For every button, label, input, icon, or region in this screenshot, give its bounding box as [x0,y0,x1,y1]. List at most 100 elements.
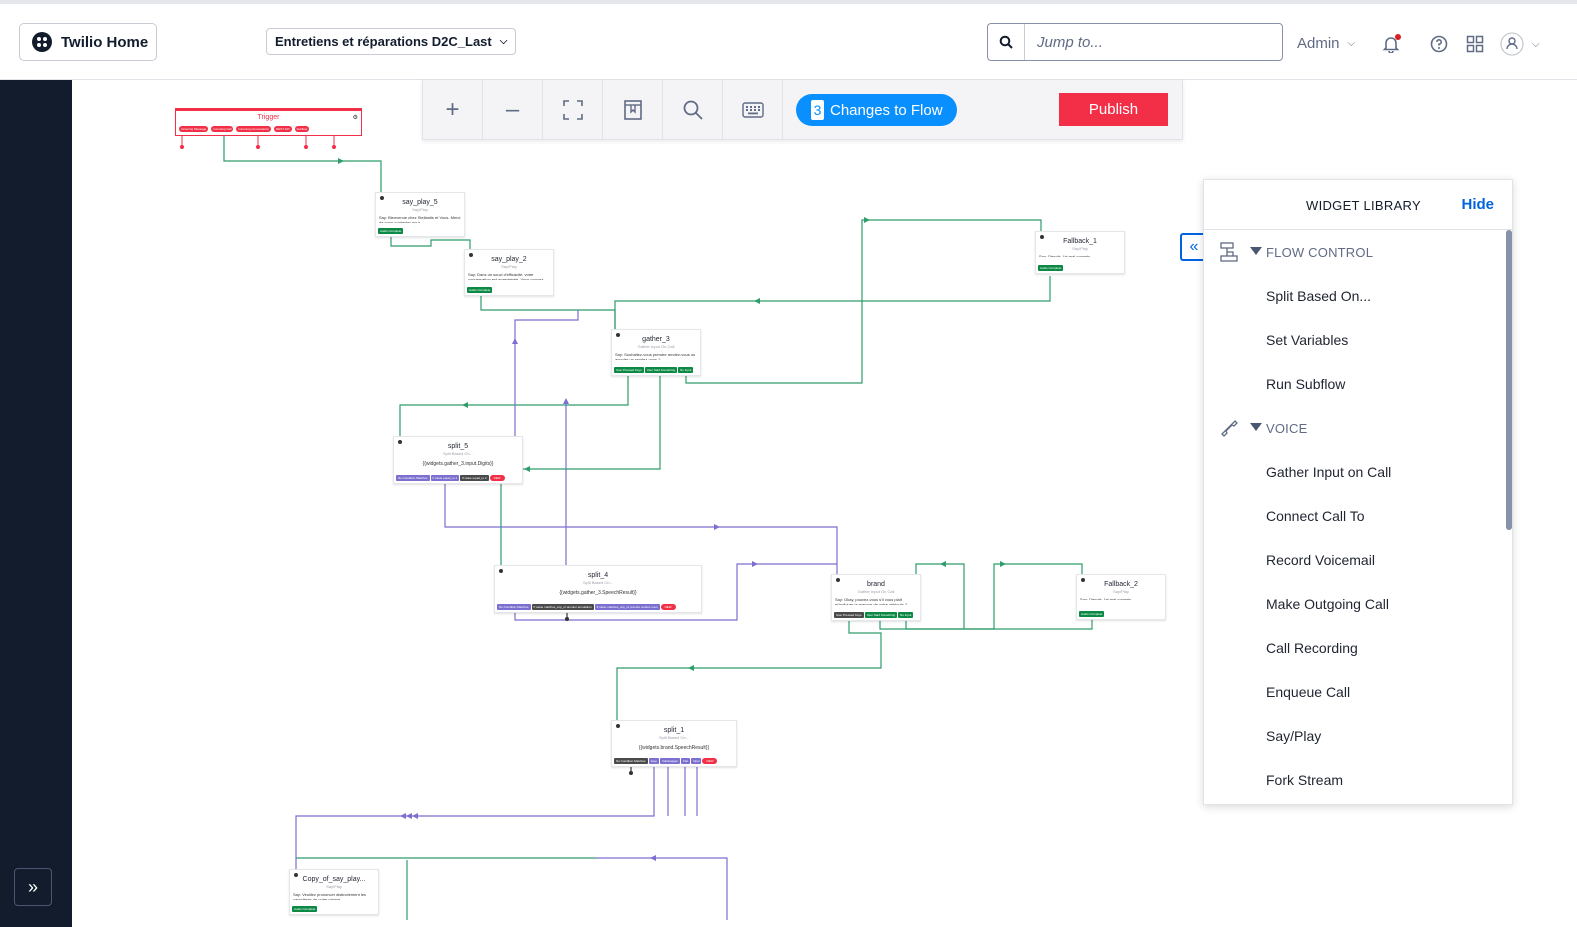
transition-chip[interactable]: No Condition Matches [396,475,430,481]
twilio-home-button[interactable]: Twilio Home [19,23,157,61]
library-item-record-voicemail[interactable]: Record Voicemail [1266,552,1375,568]
widget-split-5[interactable]: split_5 Split Based On... {{widgets.gath… [393,436,523,484]
hide-library-button[interactable]: Hide [1461,196,1494,213]
library-item-fork-stream[interactable]: Fork Stream [1266,772,1344,788]
new-transition-chip[interactable]: NEW [660,604,676,610]
library-item-connect-call[interactable]: Connect Call To [1266,508,1365,524]
trigger-ports [180,136,336,149]
widget-gather-3[interactable]: gather_3 Gather Input On Call Say: Souha… [611,329,701,376]
transition-chip[interactable]: User Said Something [644,367,678,373]
widget-title: say_play_5 [402,199,438,206]
library-item-split-based-on[interactable]: Split Based On... [1266,288,1372,304]
library-item-make-outgoing-call[interactable]: Make Outgoing Call [1266,596,1389,612]
twilio-logo-icon [32,32,52,52]
widget-brand[interactable]: brand Gather Input On Call Say: Okay, po… [831,574,921,621]
widget-copy-of-say-play[interactable]: Copy_of_say_play... Say/Play Say: Veuill… [289,869,379,915]
widget-fallback-1[interactable]: Fallback_1 Say/Play Say: Désolé, j'ai ma… [1035,231,1125,274]
transition-chip[interactable]: Audio Complete [1038,265,1064,271]
zoom-in-button[interactable]: + [423,80,483,140]
library-item-call-recording[interactable]: Call Recording [1266,640,1358,656]
transition-chip[interactable]: No Condition Matches [497,604,531,610]
fit-to-screen-button[interactable] [543,80,603,140]
transition-chip[interactable]: No Input [898,612,914,618]
caret-down-icon [1250,247,1262,255]
notification-dot [1395,34,1401,40]
admin-menu[interactable]: Admin ⌵ [1297,35,1355,52]
widget-title: brand [867,581,885,588]
transition-chip[interactable]: User Pressed Keys [834,612,864,618]
trigger-chip[interactable]: Incoming Call [211,126,234,132]
gear-icon[interactable]: ⚙ [352,115,358,121]
widget-library-title: WIDGET LIBRARY [1306,198,1421,213]
search-input[interactable] [1025,24,1282,60]
transition-chip[interactable]: Volkswagen [660,758,681,764]
library-item-gather-input[interactable]: Gather Input on Call [1266,464,1392,480]
transition-chip[interactable]: Opel [691,758,702,764]
output-ports [565,617,633,775]
widget-body: Say: Dans un souci d'efficacité, votre c… [468,272,544,280]
widget-split-4[interactable]: split_4 Split Based On... {{widgets.gath… [494,565,702,613]
transition-chip[interactable]: Fiat [681,758,691,764]
category-flow-control[interactable]: FLOW CONTROL [1204,230,1504,274]
search-icon [988,24,1025,60]
library-item-set-variables[interactable]: Set Variables [1266,332,1349,348]
expand-sidebar-button[interactable]: » [14,868,52,906]
zoom-out-button[interactable]: – [483,80,543,140]
transition-chip[interactable]: If value equal_to 1 [430,475,460,481]
widget-say-play-2[interactable]: say_play_2 Say/Play Say: Dans un souci d… [464,249,554,296]
changes-to-flow-button[interactable]: 3 Changes to Flow [796,94,957,126]
keyboard-icon [741,102,764,118]
help-icon[interactable] [1428,33,1450,55]
transition-chip[interactable]: If value equal_to 2 [460,475,489,481]
widget-type: Split Based On... [658,735,689,740]
trigger-widget[interactable]: Trigger ⚙ Incoming Message Incoming Call… [175,108,362,136]
user-menu[interactable]: ⌵ [1500,32,1546,56]
category-label: FLOW CONTROL [1266,245,1374,260]
app-grid-icon[interactable] [1464,33,1486,55]
transition-chip[interactable]: User Said Something [864,612,898,618]
library-scrollbar-thumb[interactable] [1506,230,1512,530]
transition-chip[interactable]: Audio Complete [1079,611,1105,617]
trigger-chip[interactable]: Incoming Conversation [236,126,272,132]
widget-title: split_5 [447,443,469,450]
flow-name: Entretiens et réparations D2C_Last [275,34,492,49]
transition-chip[interactable]: Audio Complete [292,906,318,912]
trigger-chip[interactable]: Subflow [294,126,310,132]
widget-split-1[interactable]: split_1 Split Based On... {{widgets.bran… [611,720,737,767]
library-item-say-play[interactable]: Say/Play [1266,728,1322,744]
category-voice[interactable]: VOICE [1204,406,1504,450]
widget-type: Say/Play [1072,246,1088,251]
trigger-chip[interactable]: Incoming Message [179,126,209,132]
publish-button[interactable]: Publish [1059,93,1168,126]
library-scrollbar[interactable] [1506,230,1512,530]
notification-bell-icon[interactable] [1380,33,1402,55]
transition-chip[interactable]: Jeep [648,758,660,764]
top-header: Twilio Home Entretiens et réparations D2… [0,0,1577,80]
widget-body: Say: Souhaitez-vous prendre rendez-vous … [615,352,696,360]
library-item-run-subflow[interactable]: Run Subflow [1266,376,1346,392]
collapse-library-button[interactable]: « [1180,233,1206,261]
keyboard-shortcuts-button[interactable] [723,80,783,140]
widget-library-list: FLOW CONTROL Split Based On... Set Varia… [1204,230,1504,806]
bookmark-button[interactable] [603,80,663,140]
transition-chip[interactable]: Audio Complete [467,287,493,293]
widget-fallback-2[interactable]: Fallback_2 Say/Play Say: Désolé, j'ai ma… [1076,574,1166,620]
transition-chip[interactable]: Audio Complete [378,228,404,234]
library-item-enqueue-call[interactable]: Enqueue Call [1266,684,1351,700]
transition-chip[interactable]: If value matches_any_of annuler annulati… [531,604,594,610]
changes-label: Changes to Flow [830,101,943,119]
trigger-chip[interactable]: REST API [274,126,292,132]
widget-title: Fallback_2 [1104,581,1138,588]
transition-chip[interactable]: No Condition Matches [614,758,648,764]
new-transition-chip[interactable]: NEW [702,758,718,764]
transition-chip[interactable]: No Input [678,367,694,373]
transition-chip[interactable]: User Pressed Keys [614,367,644,373]
search-canvas-button[interactable] [663,80,723,140]
transition-chip[interactable]: If value matches_any_of prendre rendez-v… [594,604,660,610]
widget-title: Fallback_1 [1063,238,1097,245]
widget-title: split_1 [663,727,685,734]
new-transition-chip[interactable]: NEW [489,475,505,481]
widget-say-play-5[interactable]: say_play_5 Say/Play Say: Bienvenue chez … [375,192,465,237]
flow-name-dropdown[interactable]: Entretiens et réparations D2C_Last ⌵ [266,28,517,55]
